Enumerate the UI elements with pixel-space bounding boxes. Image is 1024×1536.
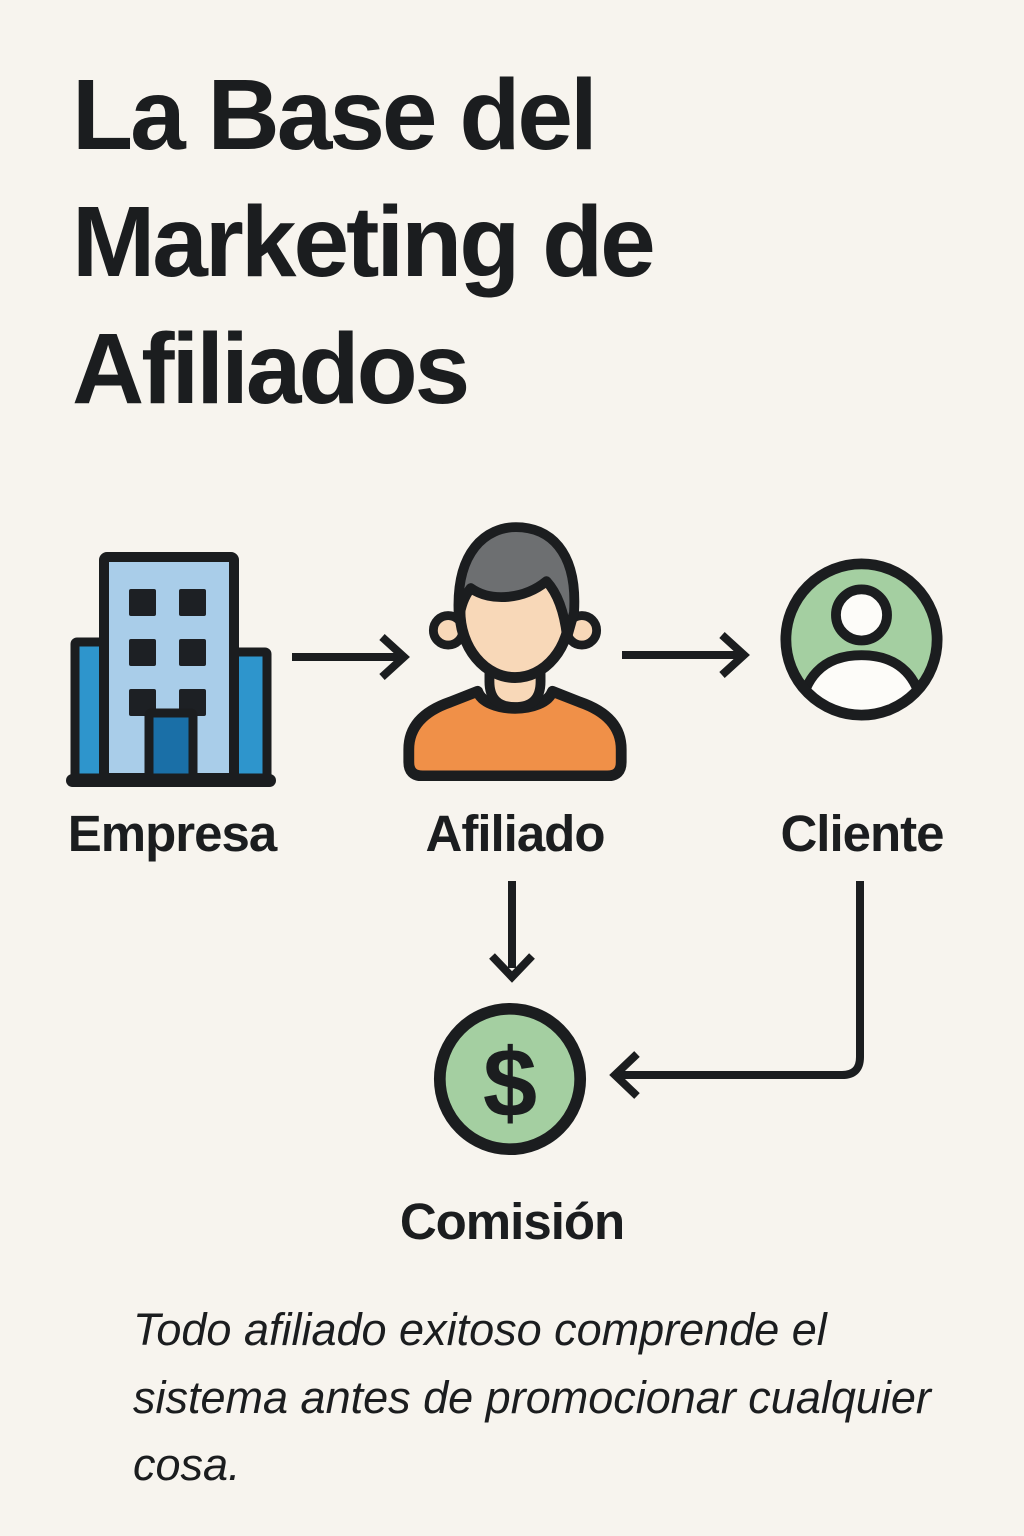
customer-avatar-icon (780, 558, 943, 721)
commission-circle (433, 1002, 587, 1156)
page-title: La Base del Marketing de Afiliados (72, 59, 656, 425)
footnote-text: Todo afiliado exitoso comprende el siste… (133, 1304, 931, 1490)
commission-dollar-icon: $ (433, 1002, 587, 1156)
afiliado-label: Afiliado (425, 805, 606, 862)
dollar-symbol: $ (483, 1028, 537, 1137)
affiliate-person-icon (403, 522, 627, 781)
empresa-label: Empresa (67, 805, 277, 862)
person-hair (453, 522, 580, 643)
building-window (129, 639, 156, 666)
arrow-afiliado-to-cliente (622, 632, 750, 678)
arrow-empresa-to-afiliado (292, 634, 410, 680)
building-window (129, 589, 156, 616)
building-window (179, 589, 206, 616)
building-base (66, 774, 276, 787)
arrow-cliente-to-comision (609, 881, 864, 1099)
arrow-afiliado-to-comision (489, 881, 535, 983)
cliente-label: Cliente (780, 805, 944, 862)
office-building-icon (66, 552, 276, 787)
avatar-head (831, 584, 892, 646)
building-door (144, 708, 198, 783)
building-window (179, 639, 206, 666)
comision-label: Comisión (399, 1193, 625, 1250)
avatar-ring (780, 558, 943, 721)
